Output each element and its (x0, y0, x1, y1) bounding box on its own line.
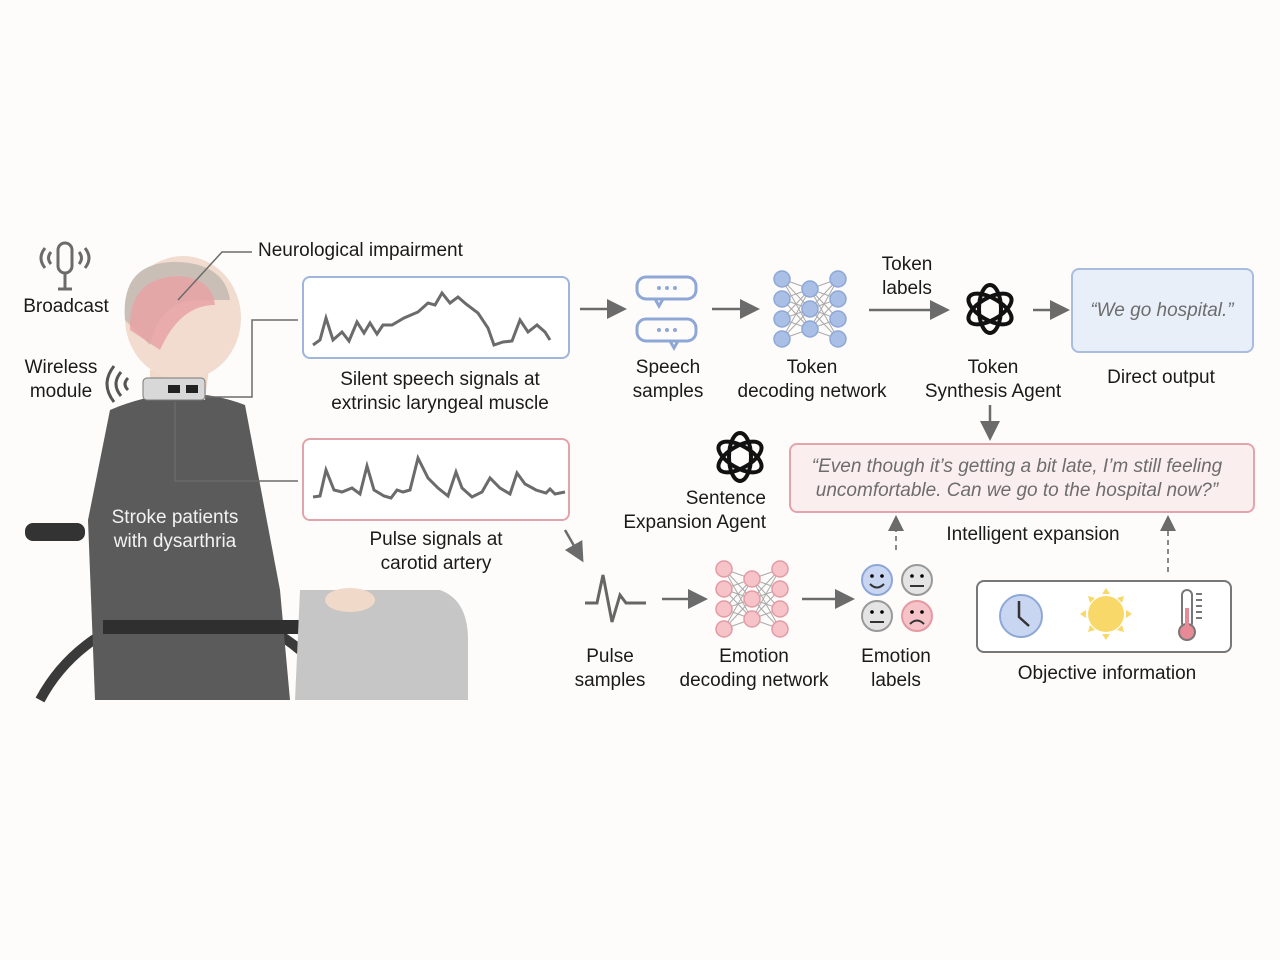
network-node (771, 600, 789, 618)
network-node (743, 570, 761, 588)
network-edge (751, 568, 781, 620)
patient-illustration (25, 256, 468, 703)
clock-icon (999, 594, 1043, 638)
network-node (715, 620, 733, 638)
network-edge (723, 578, 753, 630)
network-node (801, 300, 819, 318)
network-node (773, 270, 791, 288)
sun-icon (1080, 588, 1132, 640)
network-node (771, 580, 789, 598)
sentence-agent-label-line1: Sentence (685, 488, 766, 509)
brain-icon (129, 276, 215, 350)
token-labels-line2: labels (882, 278, 932, 299)
emotion-decoding-network-icon (715, 560, 789, 638)
direct-output-text: “We go hospital.” (1090, 300, 1234, 321)
network-node (715, 600, 733, 618)
network-node (771, 560, 789, 578)
pulse-samples-label-line2: samples (574, 670, 646, 691)
network-node (801, 280, 819, 298)
speech-samples-label-line1: Speech (635, 357, 701, 378)
network-node (829, 310, 847, 328)
network-node (715, 580, 733, 598)
pulse-signals-caption-line1: Pulse signals at (369, 529, 503, 550)
wireless-signal-icon (105, 365, 130, 403)
broadcast-label: Broadcast (23, 296, 109, 317)
objective-information-label: Objective information (1017, 663, 1197, 684)
expanded-sentence-box (789, 443, 1255, 513)
silent-speech-waveform (312, 290, 552, 347)
pulse-signal-box (302, 438, 570, 521)
intelligent-expansion-label: Intelligent expansion (946, 524, 1120, 545)
silent-speech-caption-line1: Silent speech signals at (340, 369, 540, 390)
speech-samples-label-line2: samples (632, 381, 704, 402)
emotion-labels-label-line1: Emotion (861, 646, 931, 667)
network-node (773, 330, 791, 348)
token-network-label-line1: Token (786, 357, 838, 378)
openai-logo-sentence-agent (716, 431, 764, 483)
openai-logo-token-agent (966, 283, 1014, 335)
pulse-sample-icon (585, 574, 646, 623)
expanded-text-line2: uncomfortable. Can we go to the hospital… (815, 480, 1219, 501)
wireless-module-label-line2: module (29, 381, 93, 402)
flow-arrows (563, 299, 1070, 609)
emotion-face-happy-icon (861, 564, 893, 596)
wheelchair-armrest (103, 620, 333, 634)
network-node (743, 590, 761, 608)
network-node (743, 610, 761, 628)
pulse-waveform (312, 453, 566, 500)
network-node (829, 330, 847, 348)
network-node (829, 290, 847, 308)
emotion-face-neutral-icon (861, 600, 893, 632)
network-node (771, 620, 789, 638)
neurological-impairment-label: Neurological impairment (258, 240, 463, 261)
expanded-text-line1: “Even though it’s getting a bit late, I’… (811, 456, 1223, 477)
emotion-face-sad-icon (901, 600, 933, 632)
network-node (715, 560, 733, 578)
token-network-label-line2: decoding network (737, 381, 887, 402)
speech-bubble-icon (635, 275, 698, 352)
patient-label-line2: with dysarthria (113, 531, 237, 552)
wheelchair-handle (25, 523, 85, 541)
emotion-face-neutral-icon (901, 564, 933, 596)
silent-speech-caption-line2: extrinsic laryngeal muscle (331, 393, 549, 414)
network-node (773, 310, 791, 328)
patient-legs (295, 590, 468, 700)
thermometer-icon (1178, 589, 1202, 641)
emotion-labels-label-line2: labels (871, 670, 921, 691)
network-node (801, 320, 819, 338)
wireless-module-label-line1: Wireless (24, 357, 98, 378)
silent-speech-signal-box (302, 276, 570, 359)
network-node (829, 270, 847, 288)
network-node (773, 290, 791, 308)
direct-output-box (1071, 268, 1254, 353)
patient-label-line1: Stroke patients (111, 507, 239, 528)
pulse-samples-label-line1: Pulse (586, 646, 634, 667)
pulse-signals-caption-line2: carotid artery (380, 553, 492, 574)
token-decoding-network-icon (773, 270, 847, 348)
connector-lines (174, 251, 298, 482)
emotion-network-label-line1: Emotion (719, 646, 789, 667)
token-labels-line1: Token (881, 254, 933, 275)
token-agent-label-line1: Token (967, 357, 1019, 378)
token-agent-label-line2: Synthesis Agent (924, 381, 1062, 402)
emotion-network-label-line2: decoding network (679, 670, 829, 691)
sentence-agent-label-line2: Expansion Agent (623, 512, 766, 533)
broadcast-microphone-icon (39, 241, 91, 291)
patient-hand (325, 588, 375, 612)
direct-output-label: Direct output (1107, 367, 1215, 388)
network-edge (809, 278, 839, 330)
network-edge (781, 288, 811, 340)
